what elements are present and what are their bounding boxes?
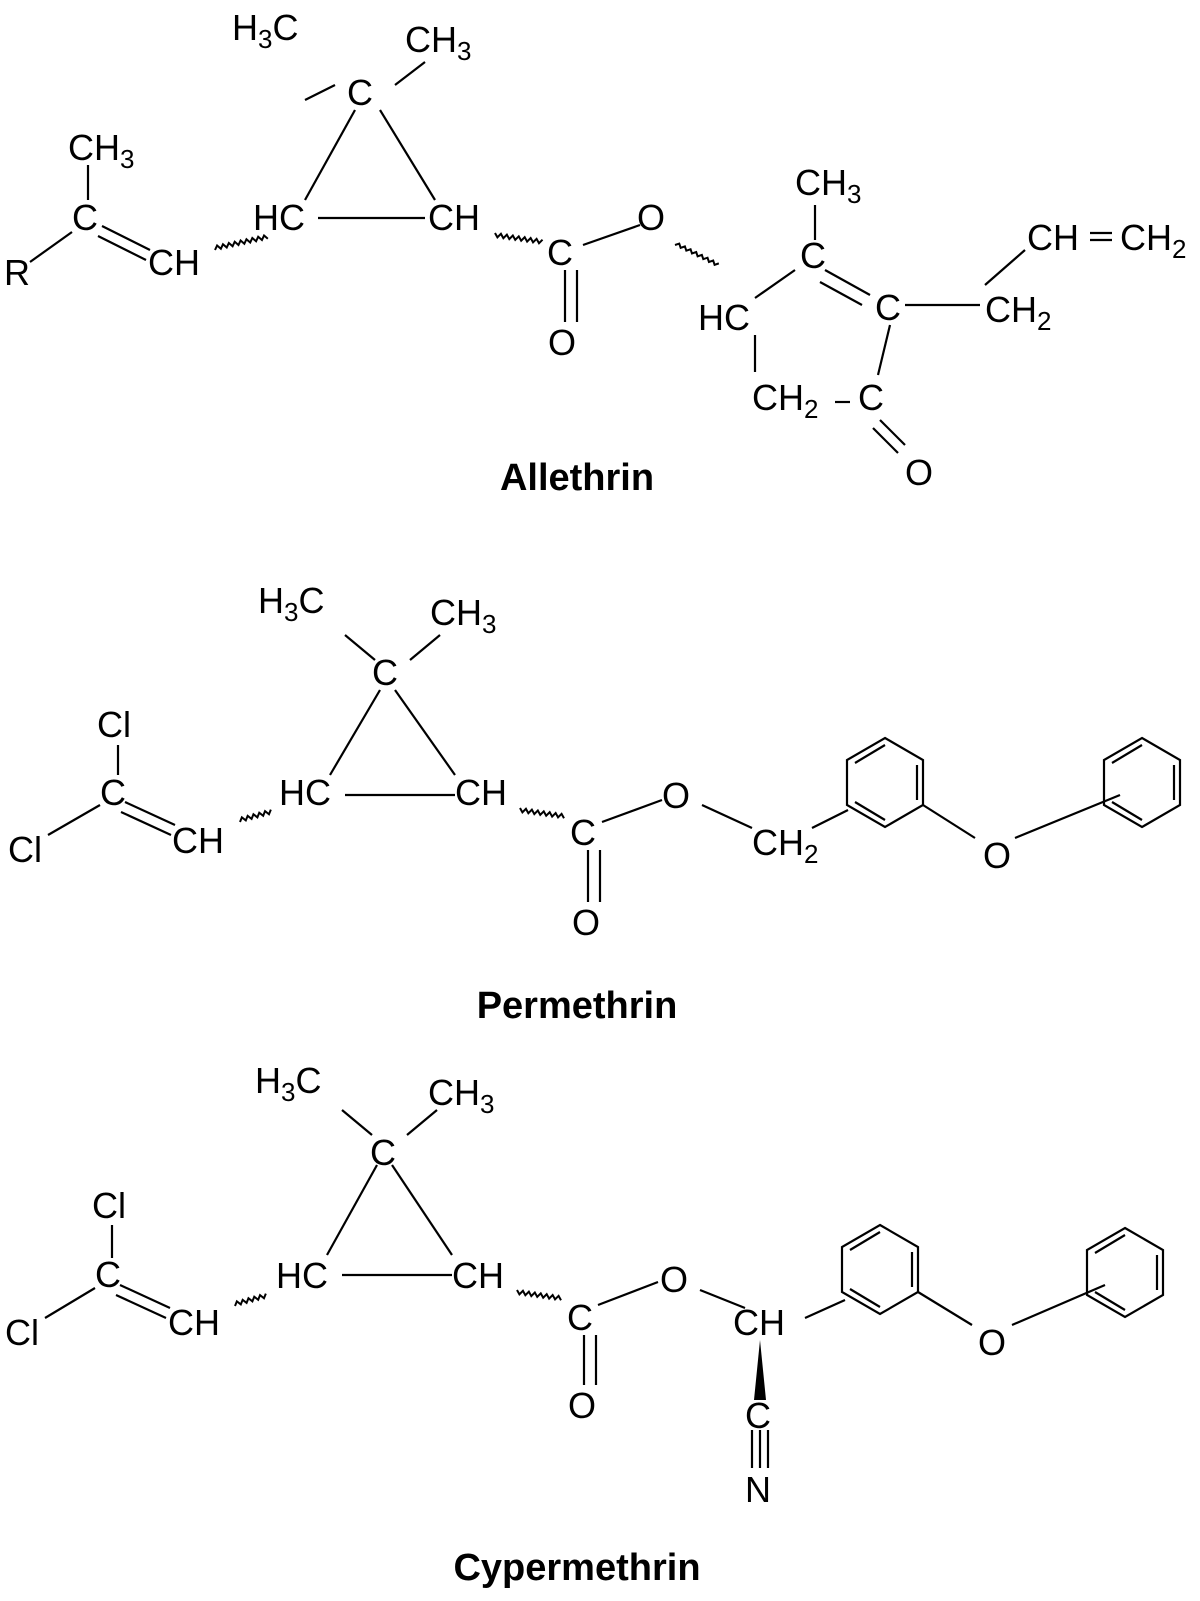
c-vinyl-label: C xyxy=(100,772,126,813)
permethrin-title: Permethrin xyxy=(477,985,678,1027)
ch3-cyclopentenone-label: CH3 xyxy=(795,162,861,209)
o-ester-label: O xyxy=(662,775,690,816)
ch2-allyl-label: CH2 xyxy=(985,289,1051,336)
permethrin-structure: H3C CH3 C HC CH Cl Cl C CH C O O CH2 O P… xyxy=(8,580,1182,1027)
h3c-label: H3C xyxy=(255,1060,321,1107)
cypermethrin-structure: H3C CH3 C HC CH Cl Cl C CH C O O CH C N … xyxy=(5,1060,1165,1589)
c-apex-label: C xyxy=(347,72,373,113)
ch2-terminal-label: CH2 xyxy=(1120,217,1186,264)
cl-bottom-label: Cl xyxy=(5,1312,39,1353)
n-nitrile-label: N xyxy=(745,1469,771,1510)
c-nitrile-label: C xyxy=(745,1395,771,1436)
ch-vinyl-label: CH xyxy=(172,820,224,861)
ch-ring-label: CH xyxy=(452,1255,504,1296)
hc-ring-label: HC xyxy=(276,1255,328,1296)
hc-cyclopentenone-label: HC xyxy=(698,297,750,338)
allethrin-structure: H3C CH3 C HC CH CH3 C CH R C O O HC CH3 … xyxy=(4,7,1186,499)
o-ketone-label: O xyxy=(905,452,933,493)
hc-ring-label: HC xyxy=(279,772,331,813)
c-ring-1-label: C xyxy=(800,235,826,276)
hc-ring-label: HC xyxy=(253,197,305,238)
c-carbonyl-label: C xyxy=(570,812,596,853)
ch2-cyclopentenone-label: CH2 xyxy=(752,377,818,424)
cypermethrin-title: Cypermethrin xyxy=(453,1547,700,1589)
allethrin-title: Allethrin xyxy=(500,457,654,499)
o-ether-label: O xyxy=(983,835,1011,876)
c-ring-2-label: C xyxy=(875,287,901,328)
cl-bottom-label: Cl xyxy=(8,829,42,870)
o-ester-label: O xyxy=(660,1259,688,1300)
ch-vinyl-label: CH xyxy=(168,1302,220,1343)
c-ring-3-label: C xyxy=(858,377,884,418)
o-ether-label: O xyxy=(978,1322,1006,1363)
o-carbonyl-label: O xyxy=(568,1385,596,1426)
o-carbonyl-label: O xyxy=(548,322,576,363)
c-carbonyl-label: C xyxy=(547,232,573,273)
c-vinyl-label: C xyxy=(72,197,98,238)
c-carbonyl-label: C xyxy=(567,1297,593,1338)
ch2-benzyl-label: CH2 xyxy=(752,822,818,869)
c-vinyl-label: C xyxy=(95,1254,121,1295)
ch3-side-label: CH3 xyxy=(68,127,134,174)
r-group-label: R xyxy=(4,252,30,293)
cl-top-label: Cl xyxy=(97,704,131,745)
ch-cyano-label: CH xyxy=(733,1302,785,1343)
h3c-label: H3C xyxy=(232,7,298,54)
ch3-top-label: CH3 xyxy=(430,592,496,639)
c-apex-label: C xyxy=(372,652,398,693)
ch3-top-label: CH3 xyxy=(405,19,471,66)
c-apex-label: C xyxy=(370,1132,396,1173)
cl-top-label: Cl xyxy=(92,1185,126,1226)
ch3-top-label: CH3 xyxy=(428,1072,494,1119)
o-ester-label: O xyxy=(637,197,665,238)
h3c-label: H3C xyxy=(258,580,324,627)
ch-ring-label: CH xyxy=(428,197,480,238)
o-carbonyl-label: O xyxy=(572,902,600,943)
ch-ring-label: CH xyxy=(455,772,507,813)
ch-vinyl-label: CH xyxy=(148,242,200,283)
ch-allyl-label: CH xyxy=(1027,217,1079,258)
